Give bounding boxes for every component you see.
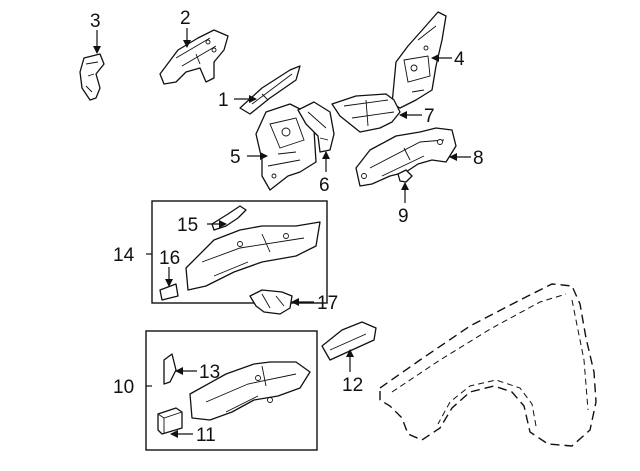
- callout-12: 12: [342, 375, 363, 396]
- callout-6: 6: [319, 175, 330, 196]
- part-10-lower-member: [189, 361, 311, 421]
- part-6-reinforcement: [297, 101, 335, 153]
- callout-9: 9: [398, 206, 409, 227]
- callout-labels: 1 2 3 4 5 6 7 8 9 10 11 12 13 14 15 16 1…: [90, 8, 484, 446]
- fender-outline: [379, 283, 597, 447]
- callout-11: 11: [196, 425, 216, 446]
- part-14-side-member: [185, 221, 321, 291]
- group-box-10: [145, 330, 318, 451]
- part-16-plate: [159, 283, 179, 301]
- callout-14: 14: [113, 245, 135, 266]
- part-17-bracket: [249, 289, 293, 315]
- callout-7: 7: [424, 106, 435, 127]
- callout-3: 3: [90, 11, 101, 32]
- callout-5: 5: [230, 147, 241, 168]
- part-8-lower-member: [355, 127, 457, 187]
- part-5-strut-tower: [255, 103, 317, 191]
- callout-17: 17: [317, 293, 338, 314]
- part-11-bracket: [157, 407, 183, 435]
- callout-10: 10: [113, 377, 134, 398]
- callout-16: 16: [159, 248, 180, 269]
- part-2-upper-rail: [159, 29, 229, 85]
- callout-2: 2: [180, 8, 191, 29]
- callout-15: 15: [177, 215, 198, 236]
- part-7-upper-member: [331, 93, 401, 133]
- part-15-gusset: [211, 205, 247, 231]
- part-12-channel: [321, 321, 377, 361]
- callout-4: 4: [454, 49, 465, 70]
- part-13-strip: [163, 353, 177, 385]
- callout-13: 13: [199, 362, 220, 383]
- callout-8: 8: [473, 148, 484, 169]
- group-box-14: [151, 200, 328, 304]
- part-3-bracket: [79, 53, 105, 101]
- leader-lines: [93, 28, 471, 438]
- part-4-inner-panel: [391, 11, 447, 109]
- callout-1: 1: [218, 90, 229, 111]
- part-9-clip: [397, 169, 413, 183]
